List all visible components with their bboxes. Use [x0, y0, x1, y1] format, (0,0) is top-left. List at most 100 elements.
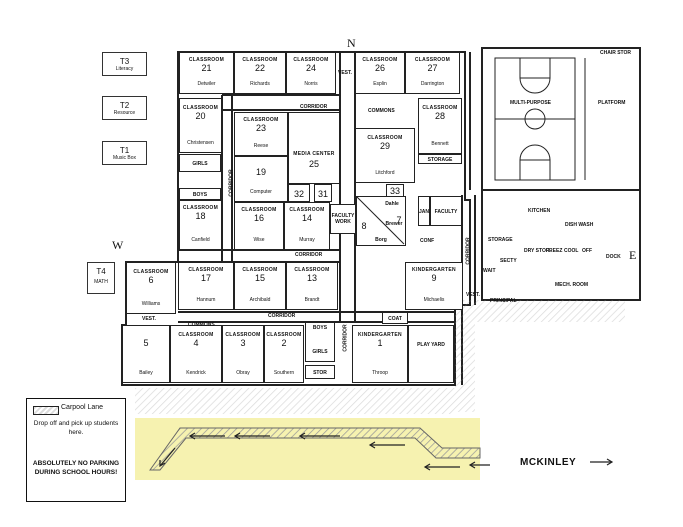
teacher-name: Brandt: [304, 297, 320, 303]
street-label: MCKINLEY: [520, 457, 577, 468]
corridor-label: CORRIDOR: [300, 104, 328, 110]
classroom-number: 29: [379, 141, 390, 151]
teacher-name: Wise: [253, 237, 265, 243]
coat-label: COAT: [388, 316, 402, 322]
office-divider: [357, 197, 405, 245]
conference-label: CONF: [420, 238, 435, 244]
teacher-name: Darrington: [420, 81, 445, 87]
classroom-number: 28: [434, 111, 445, 121]
teacher-name: Bailey: [139, 370, 153, 376]
teacher-name: Williams: [141, 301, 161, 307]
classroom-number: 2: [281, 338, 287, 348]
classroom-label: CLASSROOM: [242, 267, 278, 273]
classroom-label: CLASSROOM: [225, 332, 261, 338]
room-32: 32: [288, 184, 310, 202]
vestibule-label: VEST.: [466, 292, 480, 298]
portable-number: T2: [119, 101, 130, 110]
classroom-label: CLASSROOM: [414, 57, 451, 63]
storage-label: STORAGE: [488, 237, 513, 243]
dry-storage-label: DRY STOR.: [524, 248, 551, 254]
teacher-name: Southern: [273, 370, 295, 376]
teacher-name: Norris: [304, 81, 318, 87]
teacher-name: Litchford: [375, 170, 395, 176]
office-cluster: Dahle 7 Brewer 8 Borg: [356, 196, 406, 246]
classroom-number: 9: [431, 273, 437, 283]
teacher-name: Richards: [250, 81, 270, 87]
faculty-work-label: FACULTY WORK: [331, 213, 355, 225]
classroom-label: CLASSROOM: [188, 57, 225, 63]
kitchen-label: KITCHEN: [528, 208, 551, 214]
wait-label: WAIT: [483, 268, 496, 274]
teacher-name: Bennett: [431, 141, 449, 147]
media-center: MEDIA CENTER 25: [288, 112, 340, 184]
teacher-name: Throop: [372, 370, 388, 376]
play-yard: PLAY YARD: [408, 325, 454, 383]
stor-label: STOR: [313, 370, 327, 376]
classroom-number: 23: [255, 123, 266, 133]
teacher-name: Hannum: [196, 297, 216, 303]
classroom-number: 3: [240, 338, 246, 348]
classroom-label: CLASSROOM: [422, 105, 458, 111]
room-7-number: 7: [396, 215, 402, 225]
principal-label: PRINCIPAL: [490, 298, 517, 304]
portable-name: Music Box: [112, 155, 137, 161]
teacher-name: Obray: [236, 370, 250, 376]
portable-number: T4: [96, 267, 106, 276]
room-8-number: 8: [361, 221, 367, 231]
classroom-label: KINDERGARTEN: [358, 332, 402, 338]
compass-north: N: [347, 36, 356, 50]
classroom-label: CLASSROOM: [293, 57, 329, 63]
office-brewer: Brewer: [385, 221, 403, 227]
restrooms-north: GIRLS: [179, 154, 221, 172]
portable-name: Literacy: [115, 66, 134, 72]
classroom-number: 27: [427, 63, 438, 73]
corridor-label: CORRIDOR: [465, 237, 472, 265]
classroom-number: 17: [200, 273, 211, 283]
classroom-number: 5: [143, 338, 149, 348]
teacher-name: Reese: [253, 143, 269, 149]
media-center-number: 25: [308, 159, 319, 169]
teacher-name: Archibald: [249, 297, 271, 303]
classroom-label: CLASSROOM: [182, 105, 219, 111]
portable-number: T1: [119, 146, 130, 155]
play-yard-label: PLAY YARD: [417, 342, 445, 348]
classroom-number: 14: [301, 213, 312, 223]
classroom-label: CLASSROOM: [243, 117, 279, 123]
classroom-label: CLASSROOM: [367, 135, 403, 141]
teacher-name: Michaelis: [423, 297, 445, 303]
portable-number: T3: [119, 57, 130, 66]
commons-label: COMMONS: [368, 108, 395, 114]
storage-label: STORAGE: [427, 157, 453, 163]
room-31: 31: [314, 184, 332, 202]
classroom-label: CLASSROOM: [188, 267, 224, 273]
teacher-name: Christensen: [187, 140, 214, 146]
compass-east: E: [629, 248, 637, 262]
classroom-label: CLASSROOM: [294, 267, 330, 273]
room-number: 33: [389, 186, 400, 196]
corridor-label: CORRIDOR: [268, 313, 296, 319]
corridor-label: CORRIDOR: [342, 324, 349, 352]
girls-restroom-label: GIRLS: [312, 349, 328, 355]
classroom-number: 24: [305, 63, 316, 73]
storage-south: STOR: [305, 365, 335, 379]
corridor-label: CORRIDOR: [228, 169, 235, 197]
carpool-swatch: [33, 406, 59, 415]
boys-restroom-label: BOYS: [192, 192, 208, 198]
janitor-label: JAN.: [419, 209, 431, 215]
classroom-number: 21: [201, 63, 212, 73]
corridor-label: CORRIDOR: [295, 252, 323, 258]
portable-t2: T2 Resource: [102, 96, 147, 120]
